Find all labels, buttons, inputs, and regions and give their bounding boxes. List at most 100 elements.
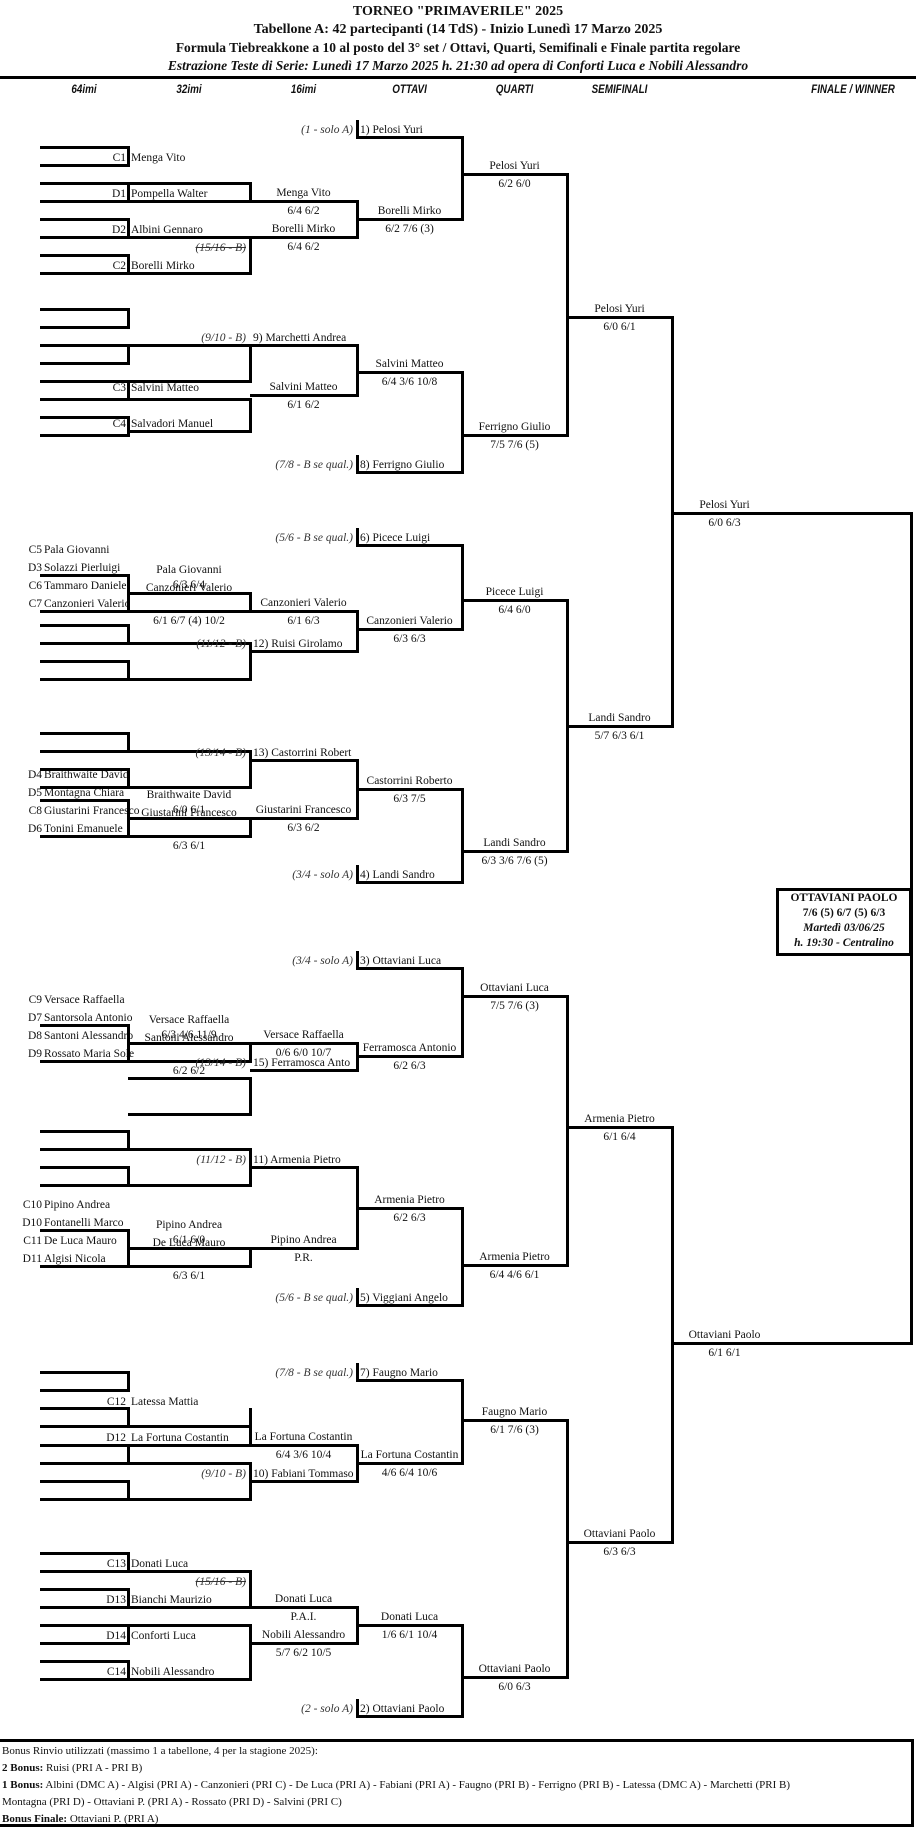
- bracket-line: [250, 1606, 359, 1609]
- bracket-line: [40, 1660, 130, 1663]
- bracket-line: [357, 471, 464, 474]
- match-winner: Armenia Pietro: [479, 1251, 550, 1263]
- bracket-line: [127, 1624, 130, 1645]
- match-winner: Salvini Matteo: [375, 358, 444, 370]
- seed-code: D1: [111, 188, 126, 200]
- bracket-line: [128, 1624, 252, 1627]
- round-header: 64imi: [71, 82, 97, 96]
- bracket-line: [127, 1024, 130, 1045]
- bracket-line: [128, 1606, 252, 1609]
- seed-note: (13/14 - B): [195, 747, 246, 759]
- bracket-line: [567, 1541, 674, 1544]
- match-score: 4/6 6/4 10/6: [381, 1467, 438, 1479]
- bracket-line: [40, 574, 130, 577]
- match-score: 6/2 6/3: [393, 1212, 426, 1224]
- bonus-panel: Bonus Rinvio utilizzati (massimo 1 a tab…: [0, 1739, 914, 1827]
- match-winner: Salvini Matteo: [269, 381, 338, 393]
- match-score: 6/3 3/6 7/6 (5): [481, 855, 548, 867]
- bracket-line: [357, 1624, 464, 1627]
- bracket-line: [127, 254, 130, 275]
- match-winner: Ferramosca Antonio: [362, 1042, 457, 1054]
- seeded-player: 3) Ottaviani Luca: [360, 955, 442, 967]
- final-score: 7/6 (5) 6/7 (5) 6/3: [802, 907, 886, 919]
- bracket-line: [40, 768, 130, 771]
- bracket-line: [249, 236, 252, 275]
- match-score: 6/4 6/2: [287, 241, 320, 253]
- tournament-title: TORNEO "PRIMAVERILE" 2025: [352, 4, 564, 19]
- player-name: Solazzi Pierluigi: [44, 562, 121, 574]
- bracket-line: [462, 1264, 569, 1267]
- match-winner: La Fortuna Costantin: [254, 1431, 353, 1443]
- bracket-line: [40, 1570, 130, 1573]
- player-name: Fontanelli Marco: [44, 1217, 124, 1229]
- bracket-line: [249, 1077, 252, 1116]
- player-name: Menga Vito: [131, 152, 186, 164]
- bracket-line: [250, 1247, 359, 1250]
- match-winner: De Luca Mauro: [152, 1237, 226, 1249]
- player-name: Santorsola Antonio: [44, 1012, 133, 1024]
- seed-note: (7/8 - B se qual.): [275, 459, 353, 471]
- bracket-line: [40, 1678, 130, 1681]
- bracket-line: [40, 416, 130, 419]
- match-score: 1/6 6/1 10/4: [381, 1629, 438, 1641]
- bracket-line: [249, 1408, 252, 1447]
- match-winner: Ottaviani Luca: [480, 982, 549, 994]
- bonus-final-row: Bonus Finale: Ottaviani P. (PRI A): [2, 1811, 909, 1825]
- match-score: 6/4 3/6 10/4: [275, 1449, 332, 1461]
- match-score: 7/5 7/6 (3): [490, 1000, 539, 1012]
- bracket-line: [462, 995, 569, 998]
- bracket-line: [357, 136, 464, 139]
- match-score: 6/3 6/4: [172, 579, 206, 591]
- player-name: Latessa Mattia: [131, 1396, 199, 1408]
- seeded-player: 10) Fabiani Tommaso: [253, 1468, 354, 1480]
- match-score: 6/3 6/3: [603, 1546, 636, 1558]
- bracket-line: [671, 1126, 674, 1544]
- match-winner: Donati Luca: [274, 1593, 333, 1605]
- bracket-line: [250, 610, 359, 613]
- seeded-player: 4) Landi Sandro: [360, 869, 435, 881]
- bracket-line: [250, 817, 359, 820]
- match-score: 6/4 3/6 10/8: [381, 376, 438, 388]
- bracket-line: [127, 1660, 130, 1681]
- seed-code: D9: [27, 1048, 42, 1060]
- bracket-line: [40, 732, 130, 735]
- player-name: Borelli Mirko: [131, 260, 195, 272]
- bracket-line: [462, 434, 569, 437]
- player-name: Salvini Matteo: [131, 382, 200, 394]
- bracket-line: [127, 146, 130, 167]
- bracket-line: [127, 768, 130, 789]
- draw-subtitle: Tabellone A: 42 partecipanti (14 TdS) - …: [253, 22, 663, 37]
- bracket-line: [357, 371, 464, 374]
- player-name: Santoni Alessandro: [44, 1030, 134, 1042]
- match-winner: Pipino Andrea: [155, 1219, 223, 1231]
- bracket-line: [40, 1229, 130, 1232]
- bracket-line: [356, 344, 359, 397]
- seed-code: C9: [28, 994, 42, 1006]
- seed-note: (13/14 - B): [195, 1057, 246, 1069]
- bracket-line: [128, 1678, 252, 1681]
- bracket-line: [357, 218, 464, 221]
- bracket-line: [127, 380, 130, 401]
- seed-code: D13: [106, 1594, 126, 1606]
- bracket-line: [357, 1055, 464, 1058]
- seed-code: C10: [22, 1199, 42, 1211]
- bracket-line: [356, 455, 359, 474]
- bonus-final-label: Bonus Finale:: [2, 1813, 68, 1825]
- player-name: Rossato Maria Sole: [44, 1048, 135, 1060]
- player-name: Canzonieri Valerio: [44, 598, 131, 610]
- bracket-line: [40, 1642, 130, 1645]
- match-winner: Santoni Alessandro: [144, 1032, 234, 1044]
- bracket-line: [127, 660, 130, 681]
- seed-code: C2: [112, 260, 126, 272]
- seed-note: (7/8 - B se qual.): [275, 1367, 353, 1379]
- seed-code: C7: [28, 598, 42, 610]
- bracket-line: [127, 416, 130, 437]
- bracket-line: [249, 1247, 252, 1268]
- bracket-line: [127, 182, 130, 203]
- seed-note: (3/4 - solo A): [292, 955, 353, 967]
- bracket-line: [566, 995, 569, 1267]
- match-winner: Versace Raffaella: [148, 1014, 230, 1026]
- bracket-line: [249, 642, 252, 681]
- bracket-line: [40, 380, 130, 383]
- seed-note: (9/10 - B): [201, 1468, 246, 1480]
